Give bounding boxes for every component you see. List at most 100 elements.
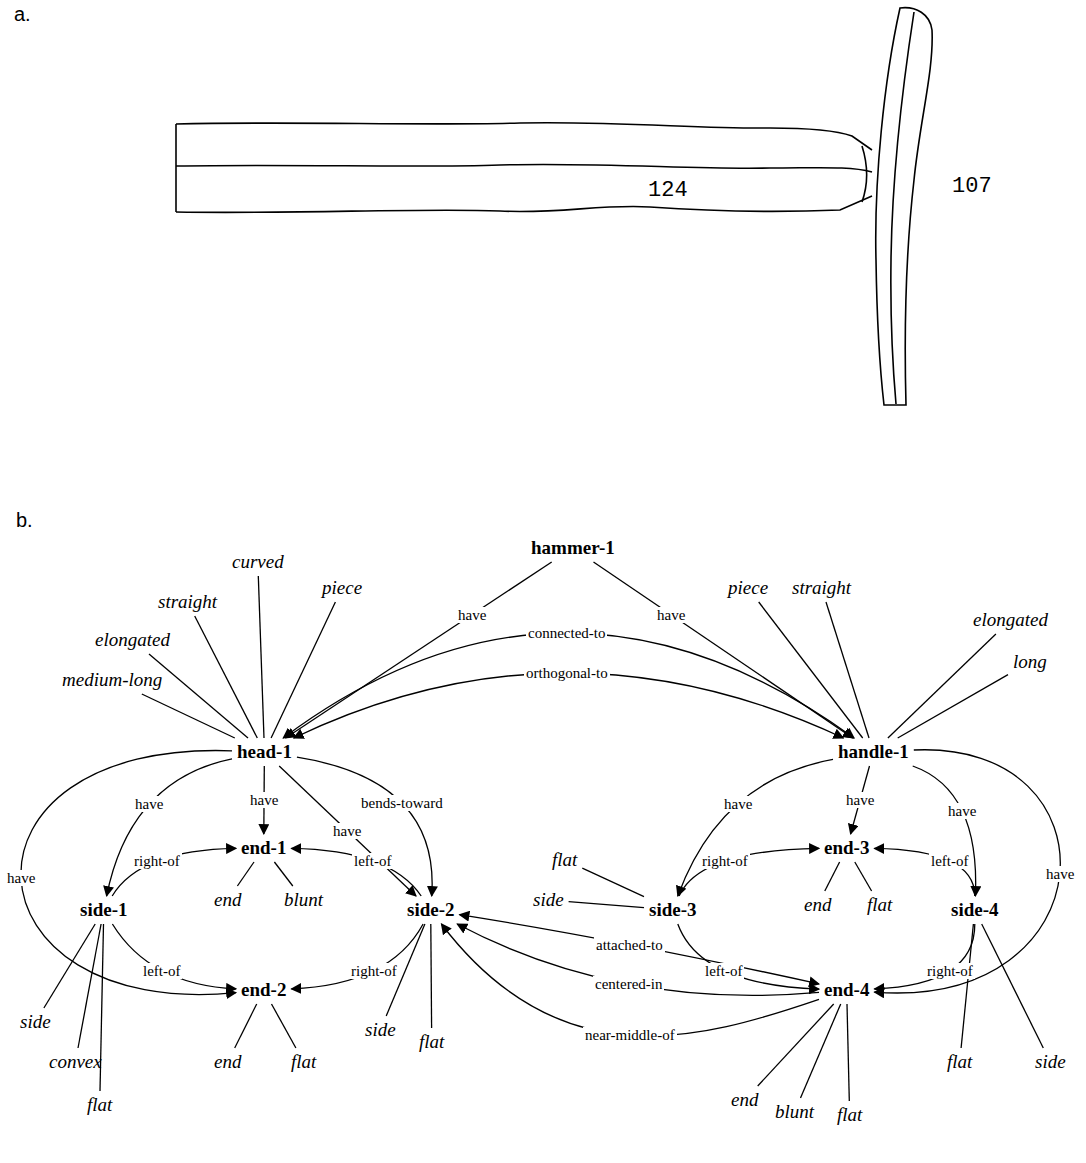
concept-name: end-2 <box>241 979 286 1001</box>
relation-label: right-of <box>132 853 182 869</box>
concept-node: hammer-1 <box>528 536 618 560</box>
hammer-head-inner-line <box>891 12 914 404</box>
relation-label: centered-in <box>593 976 664 992</box>
attribute-link <box>847 1004 849 1101</box>
attribute-node: side <box>530 888 567 912</box>
relation-arrow <box>297 757 432 896</box>
concept-node: end-2 <box>238 978 289 1002</box>
relation-arrow <box>107 759 232 896</box>
attribute-word: piece <box>322 577 362 599</box>
concept-node: head-1 <box>234 740 295 764</box>
attribute-word: long <box>1013 651 1047 673</box>
relation-label: have <box>1044 866 1076 882</box>
attribute-word: straight <box>158 591 217 613</box>
attribute-link <box>272 1004 296 1048</box>
attribute-link <box>758 1004 834 1086</box>
attribute-node: side <box>362 1018 399 1042</box>
attribute-node: flat <box>416 1030 447 1054</box>
attribute-node: elongated <box>92 628 173 652</box>
relation-label: have <box>331 823 363 839</box>
attribute-link <box>801 1004 841 1098</box>
attribute-node: piece <box>319 576 365 600</box>
attribute-word: medium-long <box>62 669 162 691</box>
attribute-link <box>855 862 872 891</box>
attribute-node: piece <box>725 576 771 600</box>
attribute-word: flat <box>87 1094 112 1116</box>
attribute-node: end <box>211 1050 244 1074</box>
relation-arrow <box>874 848 974 896</box>
attribute-node: long <box>1010 650 1050 674</box>
relation-arrow <box>457 924 819 995</box>
attribute-link <box>898 675 1008 738</box>
relation-arrow <box>112 924 236 989</box>
relation-arrow <box>291 924 423 989</box>
attribute-node: flat <box>834 1103 865 1127</box>
attribute-link <box>258 576 264 738</box>
relation-arrow <box>460 915 820 984</box>
hammer-head-outline <box>876 8 932 405</box>
concept-node: side-2 <box>404 898 458 922</box>
relation-label: right-of <box>925 963 975 979</box>
attribute-link <box>149 654 248 738</box>
attribute-word: flat <box>419 1031 444 1053</box>
concept-name: side-3 <box>649 899 697 921</box>
concept-name: end-3 <box>824 837 869 859</box>
attribute-word: flat <box>552 849 577 871</box>
relation-label: left-of <box>352 853 393 869</box>
attribute-word: side <box>533 889 564 911</box>
relation-label: have <box>655 607 687 623</box>
attribute-link <box>826 602 869 738</box>
attribute-word: straight <box>792 577 851 599</box>
attribute-word: end <box>214 1051 241 1073</box>
attribute-node: blunt <box>772 1100 817 1124</box>
relation-label: left-of <box>141 963 182 979</box>
handle-mid-line <box>176 164 872 172</box>
attribute-node: side <box>17 1010 54 1034</box>
attribute-node: convex <box>46 1050 105 1074</box>
attribute-word: elongated <box>95 629 170 651</box>
attribute-word: side <box>20 1011 51 1033</box>
relation-label: have <box>946 803 978 819</box>
attribute-node: straight <box>789 576 854 600</box>
relation-arrow <box>283 633 854 738</box>
attribute-node: elongated <box>970 608 1051 632</box>
concept-name: hammer-1 <box>531 537 615 559</box>
attribute-node: end <box>801 893 834 917</box>
attribute-word: piece <box>728 577 768 599</box>
attribute-link <box>982 924 1044 1048</box>
relation-arrow <box>279 766 416 896</box>
attribute-link <box>274 862 292 886</box>
attribute-word: flat <box>291 1051 316 1073</box>
concept-name: end-4 <box>824 979 869 1001</box>
concept-node: end-3 <box>821 836 872 860</box>
attribute-node: flat <box>864 893 895 917</box>
concept-name: handle-1 <box>838 741 909 763</box>
handle-bottom-edge <box>176 196 872 212</box>
relation-arrow <box>679 848 819 896</box>
attribute-word: blunt <box>775 1101 814 1123</box>
attribute-word: end <box>804 894 831 916</box>
relation-arrow <box>874 750 1060 993</box>
attribute-node: curved <box>229 550 287 574</box>
attribute-word: convex <box>49 1051 102 1073</box>
attribute-node: flat <box>288 1050 319 1074</box>
relation-label: have <box>722 796 754 812</box>
relation-arrow <box>874 924 974 989</box>
panel-letter: b. <box>16 509 33 532</box>
relation-arrow <box>594 562 853 738</box>
attribute-link <box>235 1004 257 1048</box>
relation-label: right-of <box>349 963 399 979</box>
attribute-node: straight <box>155 590 220 614</box>
attribute-node: flat <box>84 1093 115 1117</box>
concept-node: end-4 <box>821 978 872 1002</box>
relation-label: have <box>5 870 37 886</box>
attribute-link <box>569 902 644 908</box>
attribute-word: side <box>1035 1051 1066 1073</box>
concept-node: side-1 <box>77 898 131 922</box>
attribute-node: medium-long <box>59 668 165 692</box>
relation-label: left-of <box>703 963 744 979</box>
attribute-word: flat <box>867 894 892 916</box>
handle-top-edge <box>176 123 872 150</box>
concept-node: handle-1 <box>835 740 912 764</box>
